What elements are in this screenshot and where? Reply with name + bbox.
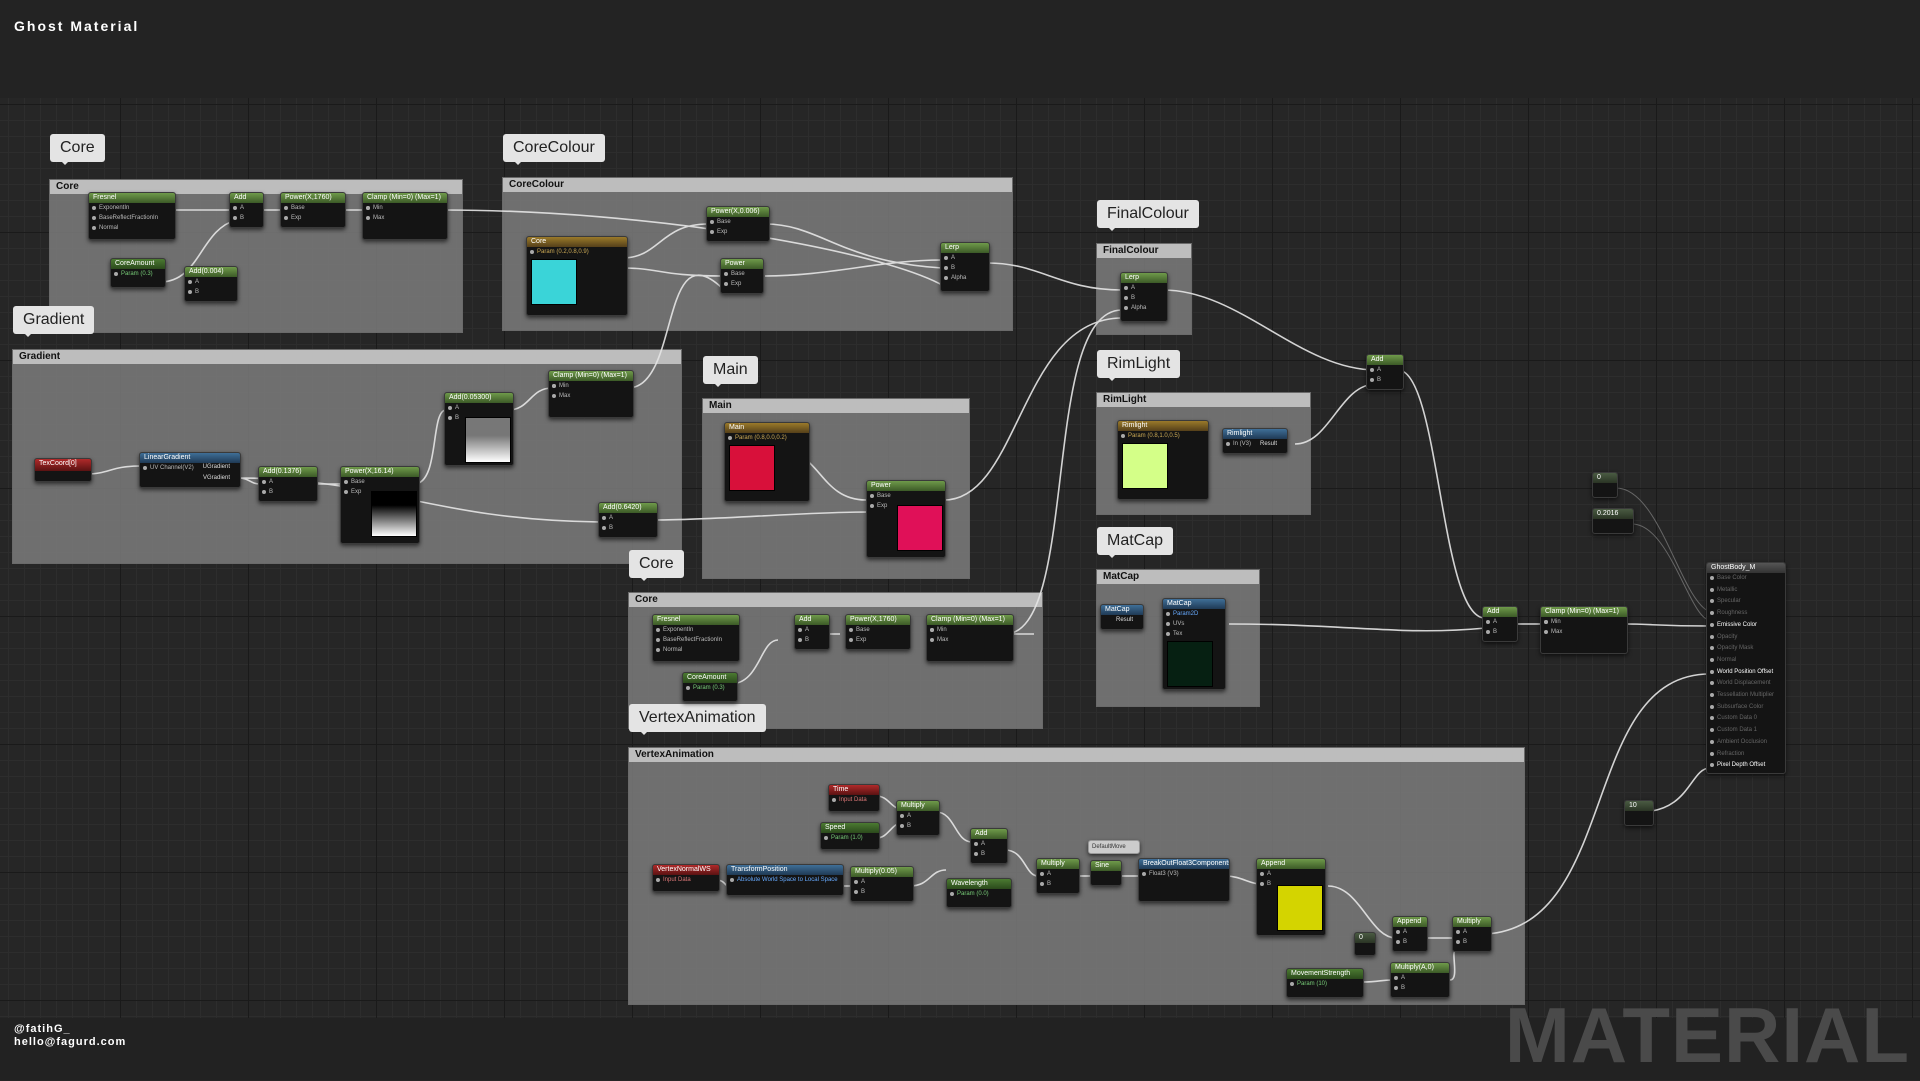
multiply-const-node[interactable]: Multiply(0.05) A B bbox=[850, 866, 914, 902]
transformposition-node[interactable]: TransformPosition Absolute World Space t… bbox=[726, 864, 844, 896]
wavelength-param-node[interactable]: Wavelength Param (0.0) bbox=[946, 878, 1012, 908]
result-pin[interactable]: Subsurface Color bbox=[1707, 702, 1785, 714]
lerp-node[interactable]: Lerp A B Alpha bbox=[1120, 272, 1168, 322]
time-node[interactable]: Time Input Data bbox=[828, 784, 880, 812]
comment-bubble-finalcolour: FinalColour bbox=[1097, 200, 1199, 231]
add-node[interactable]: Add A B bbox=[229, 192, 264, 228]
comment-bubble-main: Main bbox=[703, 356, 758, 387]
result-pin[interactable]: Pixel Depth Offset bbox=[1707, 760, 1785, 772]
texcoord-node[interactable]: TexCoord[0] bbox=[34, 458, 92, 482]
rimlight-vector-param-node[interactable]: Rimlight Param (0.8,1.0,0.5) bbox=[1117, 420, 1209, 500]
power-node[interactable]: Power Base Exp bbox=[720, 258, 764, 294]
result-pin[interactable]: World Position Offset bbox=[1707, 667, 1785, 679]
constant-node[interactable]: 10 bbox=[1624, 800, 1654, 826]
matcap-texture-param-node[interactable]: MatCap Param2D UVs Tex bbox=[1162, 598, 1226, 690]
graph-title: Ghost Material bbox=[14, 18, 140, 34]
lerp-node[interactable]: Lerp A B Alpha bbox=[940, 242, 990, 292]
main-power-swatch bbox=[897, 505, 943, 551]
result-pin[interactable]: Specular bbox=[1707, 596, 1785, 608]
result-pin[interactable]: Metallic bbox=[1707, 585, 1785, 597]
add-node[interactable]: Add A B bbox=[1482, 606, 1518, 642]
result-pin[interactable]: Custom Data 1 bbox=[1707, 725, 1785, 737]
result-pin[interactable]: World Displacement bbox=[1707, 678, 1785, 690]
comment-bubble-vertexanimation: VertexAnimation bbox=[629, 704, 766, 735]
bottom-strip bbox=[0, 1018, 1920, 1080]
main-vector-param-node[interactable]: Main Param (0.8,0.0,0.2) bbox=[724, 422, 810, 502]
power-node[interactable]: Power(X,0.006) Base Exp bbox=[706, 206, 770, 242]
multiply-node[interactable]: Multiply A B bbox=[1452, 916, 1492, 952]
comment-bubble-matcap: MatCap bbox=[1097, 527, 1174, 558]
fresnel-node[interactable]: Fresnel ExponentIn BaseReflectFractionIn… bbox=[652, 614, 740, 662]
add-preview bbox=[465, 417, 511, 463]
add-node[interactable]: Add A B bbox=[970, 828, 1008, 864]
clamp-node[interactable]: Clamp (Min=0) (Max=1) Min Max bbox=[362, 192, 448, 240]
result-pin[interactable]: Normal bbox=[1707, 655, 1785, 667]
fresnel-node[interactable]: Fresnel ExponentIn BaseReflectFractionIn… bbox=[88, 192, 176, 240]
add-const-node[interactable]: Add(0.1376) A B bbox=[258, 466, 318, 502]
append-preview bbox=[1277, 885, 1323, 931]
constant-node[interactable]: 0.2016 bbox=[1592, 508, 1634, 534]
movementstrength-param-node[interactable]: MovementStrength Param (10) bbox=[1286, 968, 1364, 998]
result-pin[interactable]: Custom Data 0 bbox=[1707, 713, 1785, 725]
rimlight-colour-swatch bbox=[1122, 443, 1168, 489]
result-pin[interactable]: Refraction bbox=[1707, 749, 1785, 761]
comment-bubble-corecolour: CoreColour bbox=[503, 134, 605, 165]
multiply-const-node[interactable]: Multiply(A,0) A B bbox=[1390, 962, 1450, 998]
sine-node[interactable]: Sine bbox=[1090, 860, 1122, 886]
comment-bubble-gradient: Gradient bbox=[13, 306, 95, 337]
add-preview-node[interactable]: Add(0.05300) A B bbox=[444, 392, 514, 466]
result-pin[interactable]: Opacity bbox=[1707, 632, 1785, 644]
coreamount-param-node[interactable]: CoreAmount Param (0.3) bbox=[682, 672, 738, 702]
speed-param-node[interactable]: Speed Param (1.0) bbox=[820, 822, 880, 850]
watermark-text: MATERIAL bbox=[1504, 991, 1910, 1079]
clamp-node[interactable]: Clamp (Min=0) (Max=1) Min Max bbox=[1540, 606, 1628, 654]
result-pin[interactable]: Emissive Color bbox=[1707, 620, 1785, 632]
rimlight-function-node[interactable]: Rimlight In (V3) Result bbox=[1222, 428, 1288, 454]
result-pin[interactable]: Tessellation Multiplier bbox=[1707, 690, 1785, 702]
result-pin[interactable]: Ambient Occlusion bbox=[1707, 737, 1785, 749]
author-handle: @fatihG_ bbox=[14, 1023, 71, 1035]
add-node[interactable]: Add A B bbox=[794, 614, 830, 650]
clamp-node[interactable]: Clamp (Min=0) (Max=1) Min Max bbox=[548, 370, 634, 418]
result-pin[interactable]: Roughness bbox=[1707, 608, 1785, 620]
add-const-node[interactable]: Add(0.004) A B bbox=[184, 266, 238, 302]
vertexnormal-node[interactable]: VertexNormalWS Input Data bbox=[652, 864, 720, 892]
multiply-node[interactable]: Multiply A B bbox=[1036, 858, 1080, 894]
clamp-node[interactable]: Clamp (Min=0) (Max=1) Min Max bbox=[926, 614, 1014, 662]
main-colour-swatch bbox=[729, 445, 775, 491]
core-colour-swatch bbox=[531, 259, 577, 305]
multiply-node[interactable]: Multiply A B bbox=[896, 800, 940, 836]
comment-bubble-rimlight: RimLight bbox=[1097, 350, 1181, 381]
gradient-preview bbox=[371, 491, 417, 537]
add-const-node[interactable]: Add(0.6420) A B bbox=[598, 502, 658, 538]
power-node[interactable]: Power(X,1760) Base Exp bbox=[845, 614, 911, 650]
constant-node[interactable]: 0 bbox=[1592, 472, 1618, 498]
comment-bubble-core-1: Core bbox=[50, 134, 105, 165]
breakout-node[interactable]: BreakOutFloat3Components Float3 (V3) bbox=[1138, 858, 1230, 902]
append-preview-node[interactable]: Append A B bbox=[1256, 858, 1326, 936]
author-credit: @fatihG_ hello@fagurd.com bbox=[14, 1023, 126, 1049]
matcap-preview bbox=[1167, 641, 1213, 687]
author-email: hello@fagurd.com bbox=[14, 1036, 127, 1048]
add-node[interactable]: Add A B bbox=[1366, 354, 1404, 390]
matcap-function-node[interactable]: MatCap Result bbox=[1100, 604, 1144, 630]
result-pin[interactable]: Base Color bbox=[1707, 573, 1785, 585]
result-pin[interactable]: Opacity Mask bbox=[1707, 643, 1785, 655]
coreamount-param-node[interactable]: CoreAmount Param (0.3) bbox=[110, 258, 166, 288]
top-bar: Ghost Material bbox=[0, 0, 1920, 98]
constant-node[interactable]: 0 bbox=[1354, 932, 1376, 956]
lineargradient-node[interactable]: LinearGradient UV Channel(V2) UGradient … bbox=[139, 452, 241, 488]
defaultmove-label[interactable]: DefaultMove bbox=[1088, 840, 1140, 854]
append-node[interactable]: Append A B bbox=[1392, 916, 1428, 952]
power-preview-node[interactable]: Power(X,16.14) Base Exp bbox=[340, 466, 420, 544]
power-preview-node[interactable]: Power Base Exp bbox=[866, 480, 946, 558]
core-vector-param-node[interactable]: Core Param (0.2,0.8,0.9) bbox=[526, 236, 628, 316]
comment-bubble-core-2: Core bbox=[629, 550, 684, 581]
power-node[interactable]: Power(X,1760) Base Exp bbox=[280, 192, 346, 228]
